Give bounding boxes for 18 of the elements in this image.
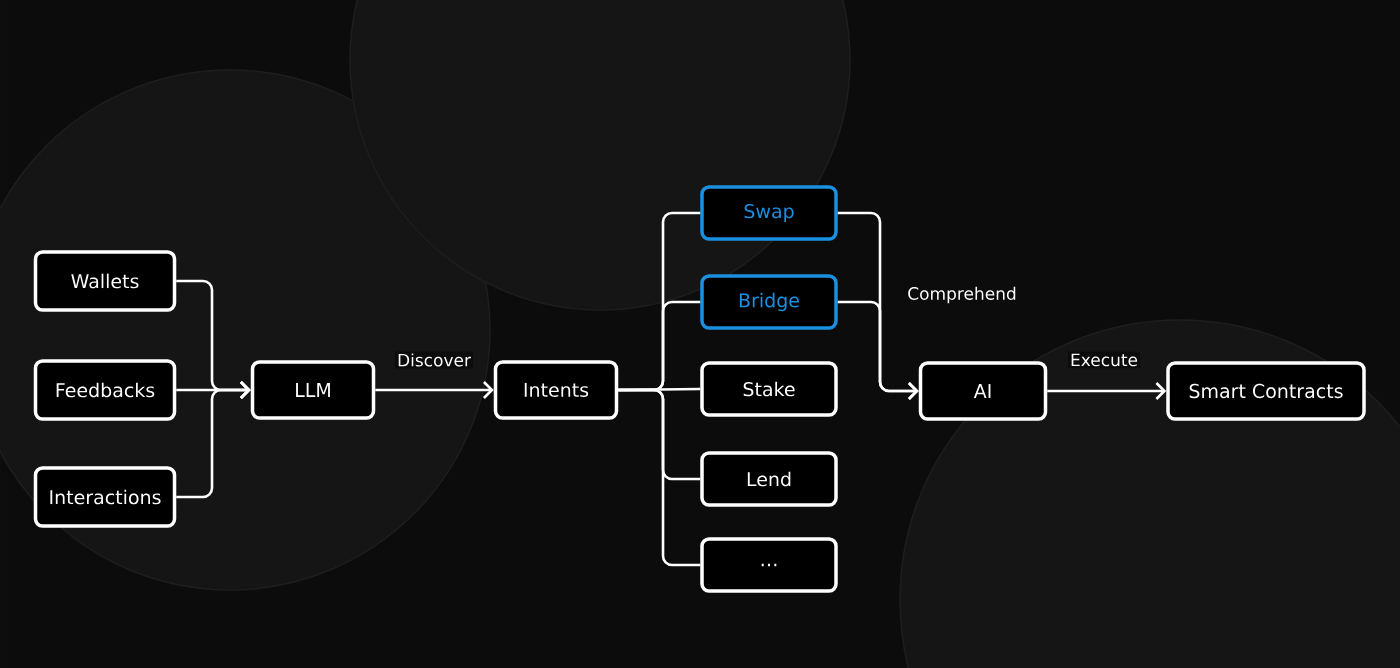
process-box: LLM	[250, 360, 376, 420]
edge-label: Discover	[395, 351, 473, 369]
arrow	[837, 300, 919, 400]
process-box: Smart Contracts	[1166, 361, 1366, 421]
process-box: Bridge	[700, 274, 838, 330]
process-box: Interactions	[33, 466, 177, 528]
process-box: Lend	[700, 451, 838, 507]
process-box: Wallets	[33, 250, 177, 312]
process-box: Intents	[493, 360, 619, 420]
process-box: Stake	[700, 361, 838, 417]
arrow	[176, 381, 251, 499]
arrow	[1047, 382, 1167, 400]
process-box: …	[700, 537, 838, 593]
process-box: Swap	[700, 185, 838, 241]
process-box: AI	[918, 361, 1048, 421]
arrow	[375, 381, 494, 399]
edge-label: Comprehend	[905, 284, 1019, 306]
process-box: Feedbacks	[33, 359, 177, 421]
